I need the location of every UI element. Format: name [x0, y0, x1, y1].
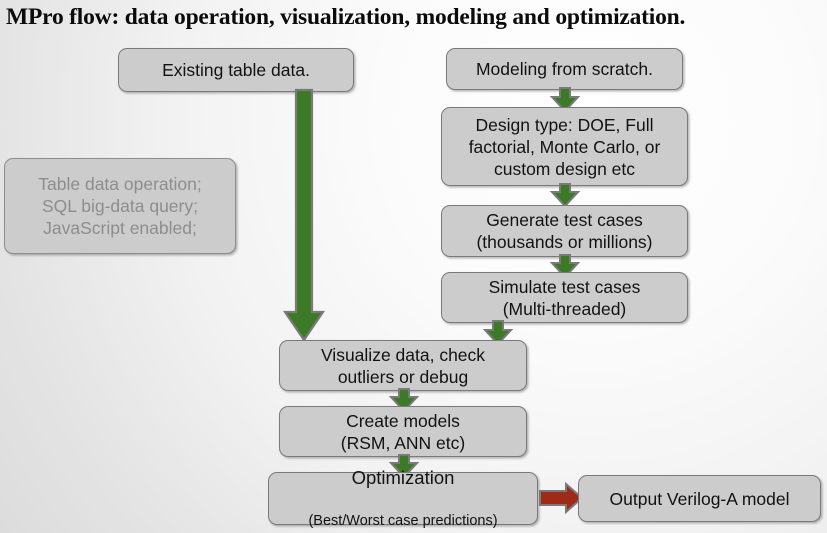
arrow-modeling-to-design: [549, 87, 581, 113]
node-table-data-operation-note[interactable]: Table data operation; SQL big-data query…: [4, 158, 236, 254]
arrow-existing-to-visualize: [282, 88, 326, 342]
arrow-design-to-generate: [549, 183, 581, 208]
node-simulate-test-cases-label: Simulate test cases (Multi-threaded): [488, 276, 641, 319]
node-generate-test-cases-label: Generate test cases (thousands or millio…: [476, 210, 653, 252]
node-create-models[interactable]: Create models (RSM, ANN etc): [279, 406, 527, 457]
page-title: MPro flow: data operation, visualization…: [6, 4, 686, 30]
arrow-generate-to-simulate: [549, 254, 581, 279]
node-optimization[interactable]: Optimization (Best/Worst case prediction…: [268, 467, 538, 529]
node-optimization-sublabel: (Best/Worst case predictions): [308, 513, 498, 529]
node-existing-table-data-label: Existing table data.: [162, 60, 310, 80]
node-design-type-label: Design type: DOE, Full factorial, Monte …: [468, 114, 661, 179]
node-output-verilog-a-model-label: Output Verilog-A model: [609, 488, 790, 509]
node-existing-table-data[interactable]: Existing table data.: [118, 48, 354, 92]
node-visualize-data[interactable]: Visualize data, check outliers or debug: [279, 340, 527, 391]
node-table-data-operation-note-label: Table data operation; SQL big-data query…: [38, 174, 202, 238]
arrow-simulate-to-simulate-down: [482, 320, 514, 346]
node-create-models-label: Create models (RSM, ANN etc): [340, 410, 466, 453]
node-visualize-data-label: Visualize data, check outliers or debug: [320, 344, 486, 387]
node-optimization-label: Optimization: [351, 467, 455, 488]
node-generate-test-cases[interactable]: Generate test cases (thousands or millio…: [441, 205, 688, 257]
node-modeling-from-scratch-label: Modeling from scratch.: [475, 59, 653, 79]
arrow-visualize-to-create: [388, 388, 420, 413]
node-simulate-test-cases[interactable]: Simulate test cases (Multi-threaded): [441, 272, 688, 323]
node-output-verilog-a-model[interactable]: Output Verilog-A model: [578, 475, 821, 522]
node-design-type[interactable]: Design type: DOE, Full factorial, Monte …: [441, 107, 688, 186]
arrow-optimization-to-output: [539, 481, 584, 515]
arrow-create-to-optimization: [388, 454, 420, 479]
node-modeling-from-scratch[interactable]: Modeling from scratch.: [446, 48, 683, 90]
